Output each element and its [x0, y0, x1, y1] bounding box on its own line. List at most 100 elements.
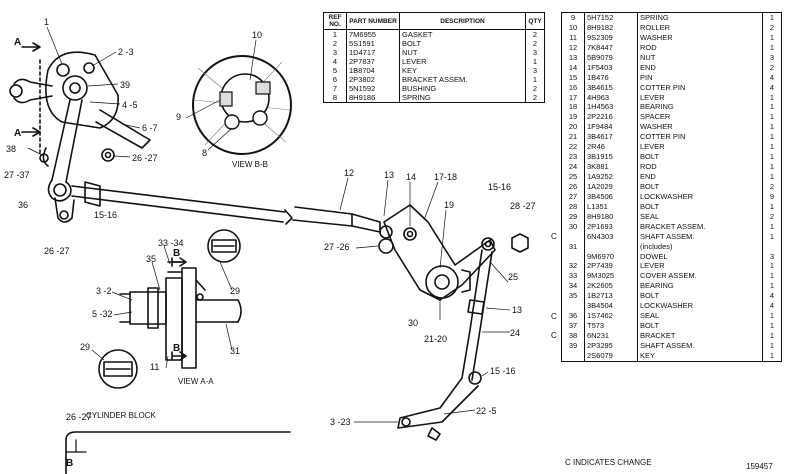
ref-number: 4	[323, 57, 347, 66]
quantity: 4	[762, 291, 782, 302]
view-bb-caption: VIEW B-B	[232, 160, 268, 169]
part-number: 8H9186	[346, 93, 400, 103]
cylinder-block-outline	[65, 431, 291, 474]
part-description: END	[637, 172, 763, 182]
callout-21-20: 21-20	[424, 334, 447, 344]
part-number: 2P1693	[584, 221, 638, 232]
ref-number: 14	[561, 62, 585, 73]
part-description: BRACKET ASSEM.	[399, 75, 526, 84]
upper-bracket-assembly	[9, 51, 151, 223]
part-number	[584, 241, 638, 252]
ref-number: 9	[561, 11, 585, 23]
section-mark-b-block: B	[66, 458, 73, 469]
part-description: SEAL	[637, 311, 763, 322]
quantity: 2	[525, 39, 545, 48]
quantity: 2	[525, 29, 545, 39]
quantity: 1	[762, 92, 782, 103]
callout-9: 9	[176, 112, 181, 122]
quantity: 3	[762, 52, 782, 63]
ref-number: 29	[561, 211, 585, 222]
quantity: 1	[762, 221, 782, 232]
ref-number: 28	[561, 201, 585, 212]
part-number: 3B4504	[584, 301, 638, 312]
part-number: 4H963	[584, 92, 638, 103]
callout-38: 38	[6, 144, 16, 154]
ref-number: 18	[561, 102, 585, 113]
part-number: 2P3802	[346, 75, 400, 84]
part-number: 6N4303	[584, 231, 638, 242]
callout-36: 36	[18, 200, 28, 210]
part-description: ROLLER	[637, 22, 763, 33]
ref-number: 35	[561, 291, 585, 302]
part-description: LEVER	[399, 57, 526, 66]
quantity: 3	[525, 48, 545, 57]
part-description: GASKET	[399, 29, 526, 39]
ref-number: 2	[323, 39, 347, 48]
callout-6-7: 6 -7	[142, 123, 158, 133]
drawing-number: 159457	[746, 462, 773, 471]
part-description: ROD	[637, 162, 763, 172]
part-number: 1H4563	[584, 102, 638, 113]
section-mark-a-bottom: A	[14, 128, 21, 139]
part-number: 1D4717	[346, 48, 400, 57]
part-description: LOCKWASHER	[637, 191, 763, 202]
part-number: 5H7152	[584, 11, 638, 23]
quantity: 1	[762, 152, 782, 163]
part-number: 7K8447	[584, 42, 638, 53]
part-number: 3K881	[584, 162, 638, 172]
part-description: BOLT	[637, 201, 763, 212]
part-description: WASHER	[637, 32, 763, 43]
part-description: COTTER PIN	[637, 82, 763, 93]
part-description: LEVER	[637, 92, 763, 103]
callout-28-27: 28 -27	[510, 201, 536, 211]
quantity: 4	[762, 72, 782, 83]
quantity: 1	[762, 311, 782, 322]
ref-number: 10	[561, 22, 585, 33]
quantity: 1	[762, 172, 782, 182]
ref-number	[561, 301, 585, 312]
view-aa-assembly	[119, 261, 242, 369]
ref-number: 24	[561, 162, 585, 172]
ref-number: 5	[323, 66, 347, 75]
quantity: 1	[762, 112, 782, 123]
quantity: 1	[762, 281, 782, 292]
part-number: 1F5403	[584, 62, 638, 73]
callout-27-37: 27 -37	[4, 170, 30, 180]
callout-3-23: 3 -23	[330, 417, 351, 427]
part-number: 6N231	[584, 331, 638, 341]
ref-number: 13	[561, 52, 585, 63]
callout-13-b: 13	[512, 305, 522, 315]
quantity: 2	[762, 211, 782, 222]
part-description: SPRING	[399, 93, 526, 103]
ref-number: 21	[561, 132, 585, 143]
part-description: BEARING	[637, 102, 763, 113]
callout-10: 10	[252, 30, 262, 40]
callout-1: 1	[44, 17, 49, 27]
part-number: 5B9079	[584, 52, 638, 63]
ref-number: 3	[323, 48, 347, 57]
part-number: 2P7439	[584, 261, 638, 272]
callout-2-3: 2 -3	[118, 47, 134, 57]
part-description: BEARING	[637, 281, 763, 292]
callout-26-27-c: 26 -27	[66, 412, 92, 422]
callout-22-5: 22 -5	[476, 406, 497, 416]
